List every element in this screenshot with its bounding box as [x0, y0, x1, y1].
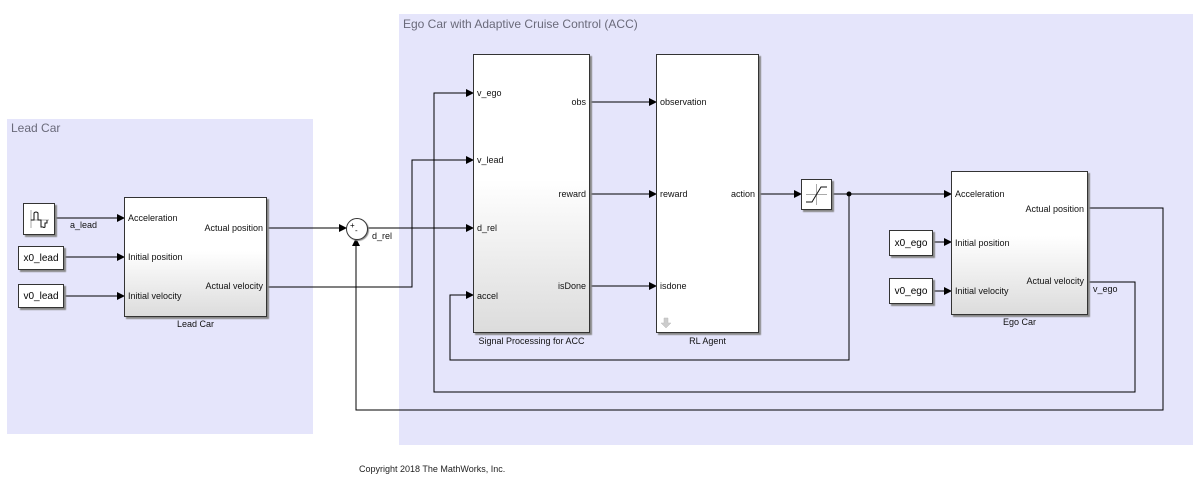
port-obs: obs — [571, 97, 586, 107]
ego-car-block[interactable]: Acceleration Initial position Initial ve… — [951, 171, 1088, 315]
signal-builder-block[interactable] — [23, 203, 55, 235]
ego-car-area-title: Ego Car with Adaptive Cruise Control (AC… — [403, 17, 638, 31]
rl-agent-label: RL Agent — [689, 336, 726, 346]
port-accel: accel — [477, 291, 499, 301]
lead-car-area-title: Lead Car — [11, 121, 61, 135]
signal-label-d-rel: d_rel — [372, 231, 393, 241]
port-v-ego: v_ego — [477, 88, 502, 98]
port-actual-position: Actual position — [204, 223, 263, 233]
lead-car-block[interactable]: Acceleration Initial position Initial ve… — [124, 197, 267, 317]
port-action: action — [730, 189, 755, 199]
sum-block[interactable]: + - — [346, 218, 368, 240]
wire-ego-position — [352, 207, 1164, 411]
port-reward-in: reward — [660, 189, 688, 199]
lead-car-label: Lead Car — [176, 319, 215, 329]
port-ego-acceleration: Acceleration — [955, 189, 1005, 199]
port-ego-actual-position: Actual position — [1025, 204, 1084, 214]
port-observation: observation — [660, 97, 707, 107]
port-initial-velocity: Initial velocity — [128, 291, 182, 301]
port-isdone-in: isdone — [660, 281, 687, 291]
port-reward: reward — [558, 189, 586, 199]
constant-x0-ego[interactable]: x0_ego — [889, 230, 933, 256]
port-initial-position: Initial position — [128, 252, 183, 262]
wire-v-lead — [266, 156, 474, 288]
wire-v-ego — [433, 89, 1136, 393]
signal-processing-block[interactable]: v_ego v_lead d_rel accel obs reward isDo… — [473, 54, 590, 333]
signal-label-a-lead: a_lead — [70, 220, 98, 230]
saturation-block[interactable] — [801, 179, 832, 210]
saturation-icon — [806, 184, 827, 205]
port-v-lead: v_lead — [477, 155, 504, 165]
signal-label-v-ego: v_ego — [1093, 284, 1118, 294]
constant-v0-lead[interactable]: v0_lead — [18, 284, 64, 308]
port-ego-initial-position: Initial position — [955, 238, 1010, 248]
copyright-text: Copyright 2018 The MathWorks, Inc. — [359, 464, 506, 474]
port-ego-initial-velocity: Initial velocity — [955, 286, 1009, 296]
down-arrow-icon — [660, 317, 672, 329]
port-actual-velocity: Actual velocity — [205, 281, 263, 291]
rl-agent-block[interactable]: observation reward isdone action — [656, 54, 759, 333]
port-d-rel: d_rel — [477, 223, 498, 233]
signal-builder-icon — [30, 210, 49, 228]
sum-plus-sign: + — [350, 221, 355, 230]
ego-car-label: Ego Car — [1002, 317, 1037, 327]
sum-minus-sign: - — [355, 226, 358, 235]
branch-point — [846, 191, 852, 197]
constant-v0-ego[interactable]: v0_ego — [889, 278, 933, 304]
constant-x0-lead[interactable]: x0_lead — [18, 246, 64, 270]
port-acceleration: Acceleration — [128, 213, 178, 223]
wire-accel-feedback — [449, 194, 850, 361]
signal-processing-label: Signal Processing for ACC — [478, 336, 585, 346]
port-ego-actual-velocity: Actual velocity — [1026, 276, 1084, 286]
port-isdone: isDone — [557, 281, 586, 291]
